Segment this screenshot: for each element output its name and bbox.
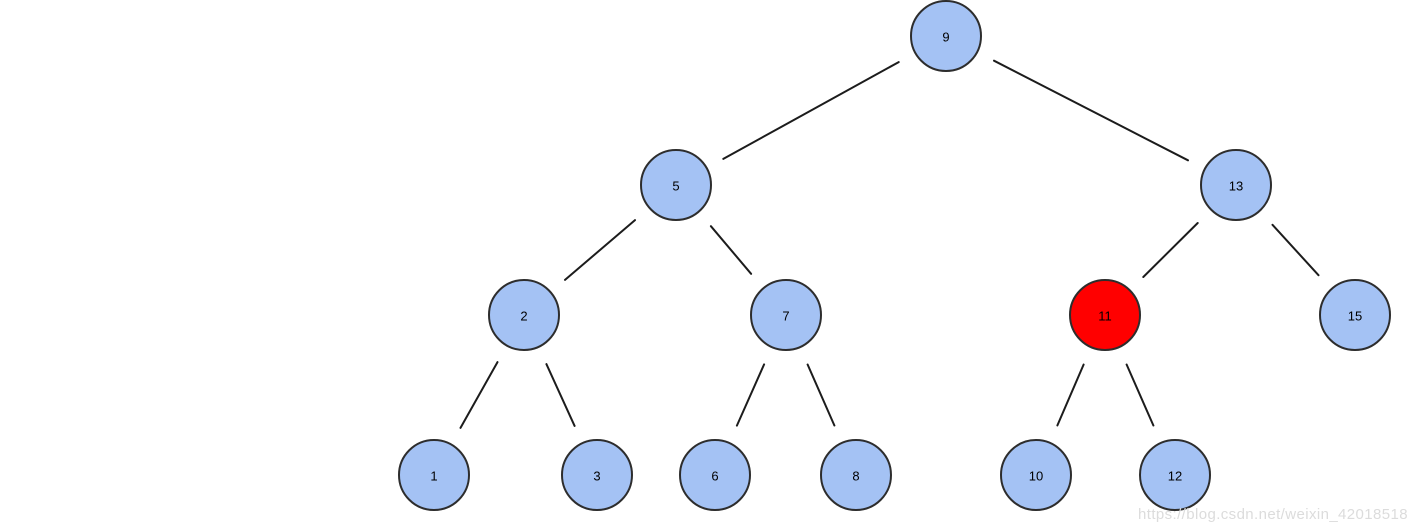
tree-edge-7-6 — [735, 363, 766, 427]
node-circle — [910, 0, 982, 72]
tree-edge-5-7 — [709, 225, 753, 275]
node-circle — [488, 279, 560, 351]
node-circle-highlighted — [1069, 279, 1141, 351]
tree-edge-9-13 — [993, 59, 1189, 162]
tree-edge-5-2 — [564, 219, 636, 281]
node-circle — [1000, 439, 1072, 511]
tree-edge-13-15 — [1271, 223, 1320, 277]
node-circle — [1200, 149, 1272, 221]
node-circle — [820, 439, 892, 511]
node-label: 10 — [1029, 469, 1043, 484]
node-label: 3 — [593, 469, 600, 484]
tree-node-8: 8 — [820, 439, 892, 511]
node-circle — [561, 439, 633, 511]
node-label: 6 — [711, 469, 718, 484]
tree-edge-7-8 — [806, 363, 836, 427]
tree-node-9: 9 — [910, 0, 982, 72]
tree-node-2: 2 — [488, 279, 560, 351]
node-label: 11 — [1098, 309, 1112, 324]
tree-node-15: 15 — [1319, 279, 1391, 351]
tree-edge-13-11 — [1142, 222, 1199, 278]
tree-node-1: 1 — [398, 439, 470, 511]
tree-node-11: 11 — [1069, 279, 1141, 351]
tree-edge-11-12 — [1125, 363, 1155, 427]
tree-node-6: 6 — [679, 439, 751, 511]
tree-edge-11-10 — [1056, 363, 1085, 427]
node-circle — [1139, 439, 1211, 511]
tree-node-12: 12 — [1139, 439, 1211, 511]
node-label: 15 — [1348, 309, 1362, 324]
node-label: 5 — [672, 179, 679, 194]
node-label: 7 — [782, 309, 789, 324]
node-label: 8 — [852, 469, 859, 484]
node-circle — [679, 439, 751, 511]
tree-node-13: 13 — [1200, 149, 1272, 221]
watermark-url: https://blog.csdn.net/weixin_42018518 — [1138, 506, 1408, 523]
node-circle — [640, 149, 712, 221]
node-circle — [398, 439, 470, 511]
node-label: 12 — [1168, 469, 1182, 484]
tree-node-5: 5 — [640, 149, 712, 221]
tree-node-7: 7 — [750, 279, 822, 351]
tree-node-3: 3 — [561, 439, 633, 511]
node-circle — [750, 279, 822, 351]
node-label: 9 — [942, 30, 949, 45]
tree-edge-2-3 — [545, 363, 576, 427]
tree-edge-2-1 — [459, 361, 499, 429]
node-label: 2 — [520, 309, 527, 324]
node-label: 13 — [1229, 179, 1243, 194]
tree-node-10: 10 — [1000, 439, 1072, 511]
node-circle — [1319, 279, 1391, 351]
tree-edge-9-5 — [722, 61, 900, 160]
node-label: 1 — [430, 469, 437, 484]
